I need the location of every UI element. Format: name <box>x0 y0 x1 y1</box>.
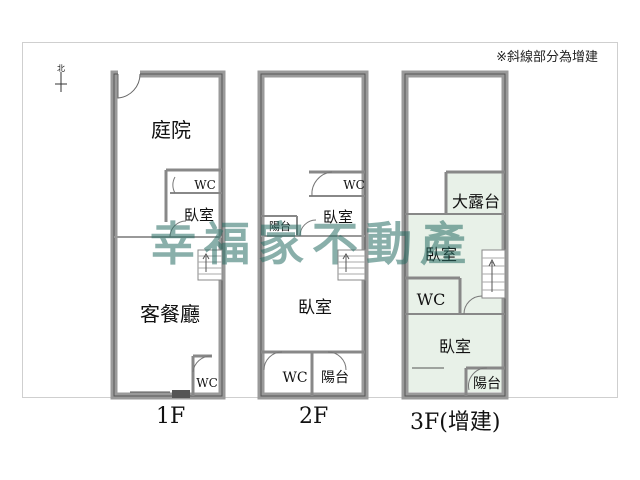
extension-note: ※斜線部分為增建 <box>496 50 598 65</box>
room-wc-2f-lower: WC <box>282 370 307 386</box>
room-courtyard: 庭院 <box>151 118 191 142</box>
room-balcony-2f-lower: 陽台 <box>321 370 349 386</box>
north-label: 北 <box>57 64 65 73</box>
room-balcony-2f-small: 陽台 <box>269 219 291 233</box>
watermark-text: 幸福家不動產 <box>150 217 474 271</box>
floor-plan-1f: 庭院 WC 臥室 客餐廳 WC <box>110 70 226 400</box>
room-balcony-3f: 陽台 <box>473 376 501 392</box>
room-living-dining: 客餐廳 <box>140 302 200 326</box>
north-arrow-icon: 北 <box>55 64 67 92</box>
room-terrace: 大露台 <box>452 192 500 211</box>
room-wc-1f-lower: WC <box>196 376 218 390</box>
room-bedroom-3f-lower: 臥室 <box>439 337 471 356</box>
floor-plan-3f: 大露台 臥室 WC 臥室 陽台 <box>401 70 509 400</box>
room-wc-3f: WC <box>417 290 446 309</box>
room-bedroom-2f-upper: 臥室 <box>323 208 353 226</box>
floor-label-1f: 1F <box>156 404 186 429</box>
room-bedroom-1f: 臥室 <box>184 206 214 224</box>
room-bedroom-3f-upper: 臥室 <box>425 245 457 264</box>
floor-label-2f: 2F <box>299 404 329 429</box>
room-bedroom-2f-main: 臥室 <box>298 298 332 318</box>
floor-plan-2f: WC 陽台 臥室 臥室 WC 陽台 <box>257 70 369 400</box>
floor-label-3f: 3F(增建) <box>410 410 501 435</box>
room-wc-1f-upper: WC <box>194 178 216 192</box>
room-wc-2f-upper: WC <box>343 178 365 192</box>
